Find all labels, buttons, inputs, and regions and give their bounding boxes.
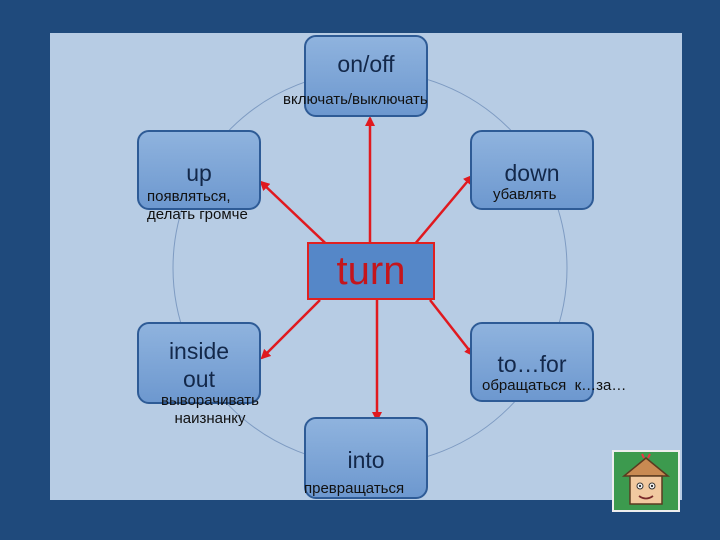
caption-inside-out: выворачивать наизнанку	[143, 392, 277, 428]
caption-down: убавлять	[493, 186, 556, 204]
caption-into: превращаться	[304, 480, 404, 498]
center-node-turn: turn	[307, 242, 435, 300]
caption-onoff: включать/выключать	[283, 91, 428, 109]
node-onoff-label: on/off	[306, 51, 426, 78]
node-inside-out-line1: inside	[139, 338, 259, 365]
caption-up-line1: появляться,	[147, 188, 248, 206]
node-to-for-label: to…for	[472, 351, 592, 378]
node-into-label: into	[306, 447, 426, 474]
caption-to-for: обращаться к…за…	[482, 377, 626, 395]
cartoon-face-house-icon	[612, 450, 680, 512]
caption-inside-out-line1: выворачивать	[143, 392, 277, 410]
caption-inside-out-line2: наизнанку	[143, 410, 277, 428]
node-inside-out-line2: out	[139, 366, 259, 393]
node-down-label: down	[472, 160, 592, 187]
caption-up: появляться, делать громче	[147, 188, 248, 224]
node-up-label: up	[139, 160, 259, 187]
caption-up-line2: делать громче	[147, 206, 248, 224]
